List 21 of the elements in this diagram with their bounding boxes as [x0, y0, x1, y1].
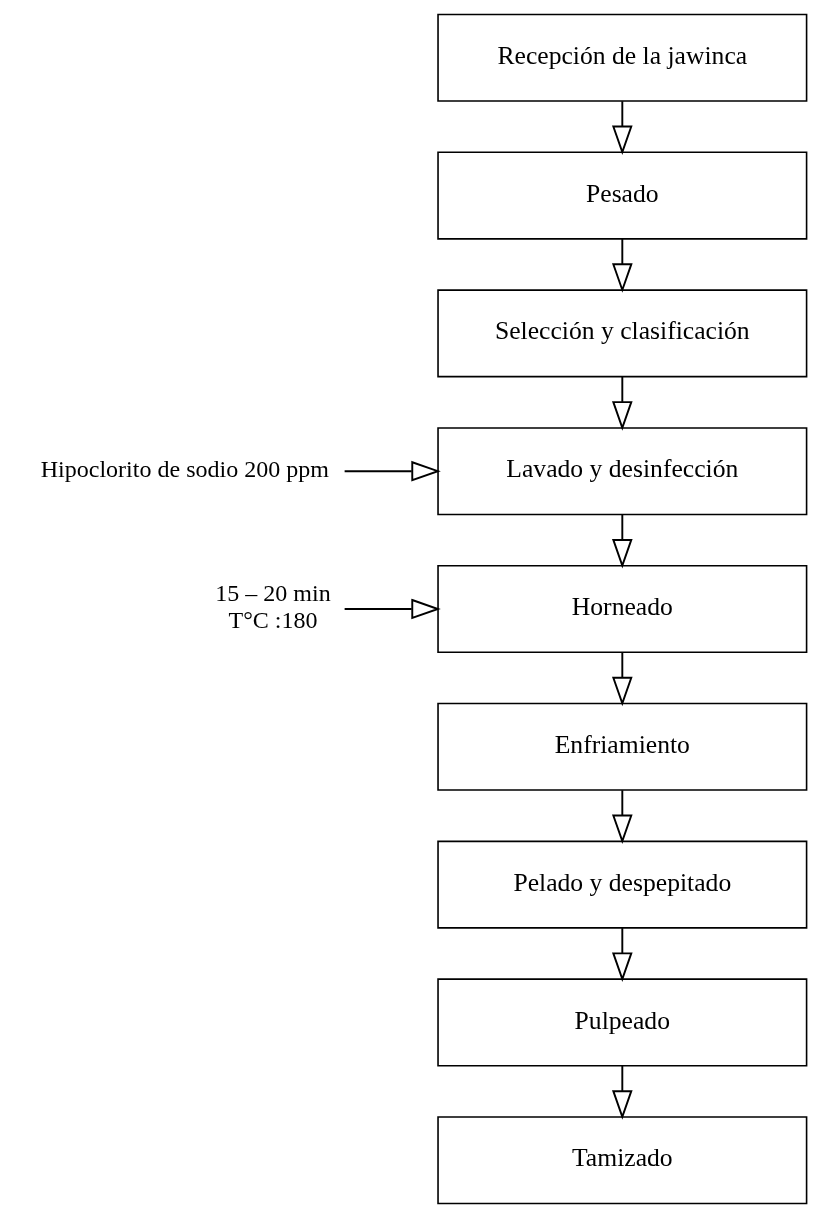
node-box: Horneado: [437, 564, 808, 654]
arrow: [612, 375, 633, 431]
node-box: Tamizado: [437, 1116, 808, 1205]
arrow: [612, 100, 633, 156]
node-box: Pelado y despepitado: [437, 840, 808, 929]
node-box: Selección y clasificación: [437, 289, 808, 378]
node-box: Lavado y desinfección: [437, 427, 808, 516]
arrow: [343, 598, 441, 620]
arrow: [612, 238, 633, 293]
node-text: 15 – 20 min T°C :180: [215, 579, 331, 634]
node-box: Enfriamiento: [437, 702, 808, 791]
node-box: Recepción de la jawinca: [437, 13, 808, 102]
arrow: [612, 513, 633, 569]
arrow: [612, 1064, 633, 1120]
arrow: [612, 651, 633, 707]
node-text: Hipoclorito de sodio 200 ppm: [40, 455, 329, 482]
node-box: Pesado: [437, 151, 808, 240]
arrow: [612, 789, 633, 845]
node-box: Pulpeado: [437, 978, 808, 1067]
arrow: [343, 460, 441, 482]
arrow: [612, 927, 633, 982]
